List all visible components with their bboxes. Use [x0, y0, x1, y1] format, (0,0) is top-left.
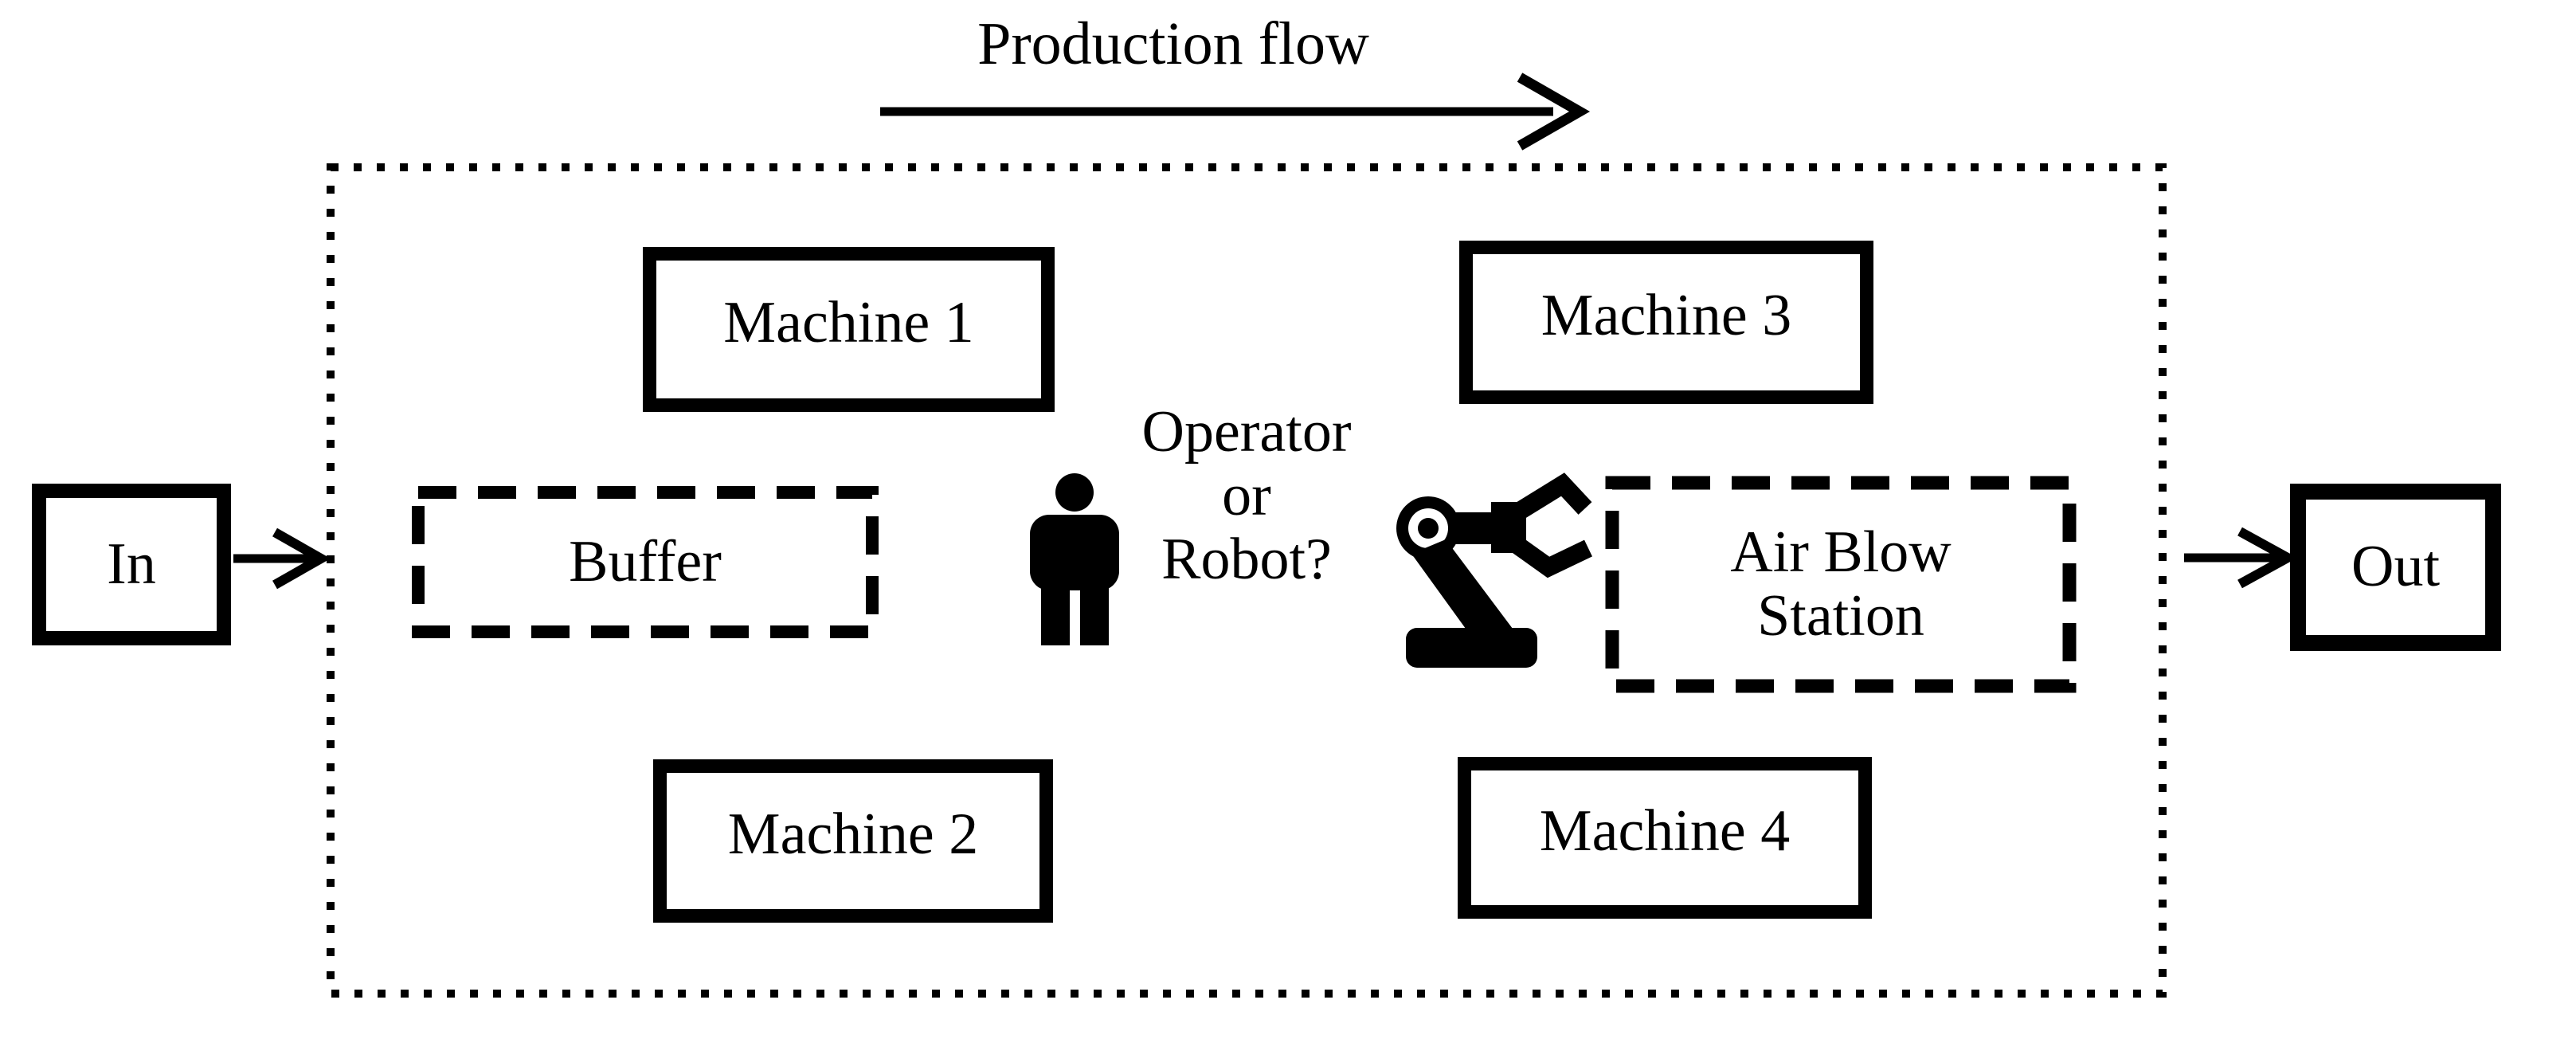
buffer-label: Buffer [569, 528, 722, 594]
buffer-box-label-wrap: Buffer [418, 492, 872, 632]
robot-arm-icon [1396, 472, 1592, 668]
air-blow-dashed-rect [1605, 476, 2077, 693]
out-box: Out [2290, 484, 2501, 651]
operator-or-robot-text-wrap: Operator or Robot? [1107, 397, 1386, 596]
machine-1-label: Machine 1 [723, 289, 974, 355]
in-arrow-icon [233, 527, 331, 590]
air-blow-station-label: Air Blow Station [1730, 519, 1952, 649]
machine-1-box: Machine 1 [643, 247, 1055, 412]
system-boundary-dotted-rect [327, 163, 2167, 998]
out-arrow-icon [2184, 527, 2298, 589]
production-flow-arrow-icon [880, 73, 1591, 151]
air-blow-station-label-wrap: Air Blow Station [1612, 483, 2069, 686]
machine-3-label: Machine 3 [1541, 282, 1792, 348]
machine-4-box: Machine 4 [1458, 757, 1872, 919]
machine-3-box: Machine 3 [1459, 241, 1873, 404]
machine-2-label: Machine 2 [727, 801, 979, 867]
in-box: In [32, 484, 231, 645]
operator-or-robot-text: Operator or Robot? [1141, 399, 1352, 592]
machine-2-box: Machine 2 [653, 759, 1053, 923]
out-box-label: Out [2351, 534, 2440, 600]
person-icon [1030, 473, 1119, 645]
machine-4-label: Machine 4 [1539, 798, 1791, 864]
diagram-title: Production flow [977, 10, 1369, 77]
in-box-label: In [107, 531, 156, 597]
